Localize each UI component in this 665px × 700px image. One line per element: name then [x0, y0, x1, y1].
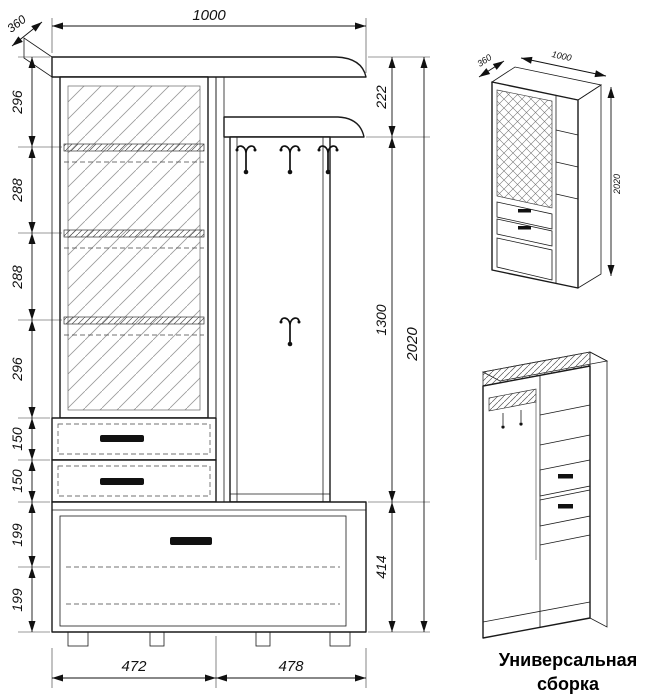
- dim-label-right-1: 1300: [373, 304, 389, 335]
- coat-hook-3: [317, 145, 339, 175]
- dim-label-bottom-1: 478: [278, 658, 304, 675]
- caption-line-1: Универсальная: [499, 650, 637, 670]
- coat-hook-2: [279, 145, 301, 175]
- dim-top-width: 1000: [51, 7, 367, 73]
- coat-panel: [229, 136, 331, 503]
- iso2-drawer-1: [539, 459, 591, 497]
- iso-view-front: 360 1000 2020: [475, 49, 622, 289]
- dim-label-left-1: 288: [9, 178, 25, 203]
- iso-dim-width: 1000: [551, 49, 573, 63]
- iso-right-face: [577, 84, 602, 289]
- shelf-band-3: [63, 316, 205, 325]
- iso-view-back: [481, 351, 609, 639]
- shelf-band-1: [63, 143, 205, 152]
- iso-drawer-2: [496, 218, 553, 247]
- dim-label-left-4: 150: [9, 427, 25, 451]
- dim-label-top-width: 1000: [192, 7, 226, 24]
- dim-top-depth: 360: [4, 12, 43, 47]
- coat-hook-1: [235, 145, 257, 175]
- coat-hook-4: [279, 317, 301, 347]
- dim-left-chain: 296 288 288 296 150 150 199 199: [9, 56, 62, 633]
- drawer-handle-1: [100, 435, 144, 442]
- cabinet-flap-door: [59, 515, 347, 627]
- dim-label-left-0: 296: [9, 90, 25, 115]
- dim-label-left-7: 199: [9, 588, 25, 612]
- iso2-front-face: [482, 365, 591, 639]
- dim-label-total-height: 2020: [404, 327, 421, 362]
- caption-line-2: сборка: [537, 674, 600, 694]
- dim-label-left-6: 199: [9, 523, 25, 547]
- dim-total-height: 2020: [404, 57, 428, 632]
- door-handle: [170, 537, 212, 545]
- canopy-shelf: [23, 37, 367, 78]
- dim-label-bottom-0: 472: [121, 658, 147, 675]
- shelf-band-2: [63, 229, 205, 238]
- dim-label-left-5: 150: [9, 469, 25, 493]
- iso-dim-height: 2020: [612, 174, 622, 195]
- bottom-cabinet: [51, 501, 367, 633]
- drawer-1: [51, 417, 217, 461]
- drawer-handle-2: [100, 478, 144, 485]
- iso2-plinth: [482, 601, 591, 623]
- front-view: [23, 37, 367, 647]
- center-divider-panel: [215, 76, 225, 503]
- dim-label-right-2: 414: [373, 555, 389, 579]
- dim-right-chain: 222 1300 414: [366, 56, 430, 633]
- iso-door: [496, 237, 553, 281]
- mirror-section: [59, 76, 217, 419]
- dim-bottom-chain: 472 478: [51, 636, 367, 688]
- iso-drawer-1: [496, 201, 553, 230]
- hat-shelf: [223, 116, 365, 138]
- feet: [67, 631, 351, 647]
- iso2-hook-2: [519, 410, 523, 426]
- iso2-drawer-2: [539, 489, 591, 527]
- iso-dim-depth: 360: [475, 52, 493, 69]
- dim-label-right-0: 222: [373, 85, 389, 110]
- iso-mirror-hatch: [496, 89, 553, 209]
- drawer-2: [51, 459, 217, 503]
- dim-label-top-depth: 360: [4, 12, 29, 36]
- dim-label-left-3: 296: [9, 357, 25, 382]
- mirror-frame-right-stile: [207, 76, 217, 419]
- iso2-right-face: [589, 351, 608, 628]
- caption: Универсальная сборка: [499, 650, 637, 694]
- dim-label-left-2: 288: [9, 265, 25, 290]
- iso2-hook-1: [501, 413, 505, 429]
